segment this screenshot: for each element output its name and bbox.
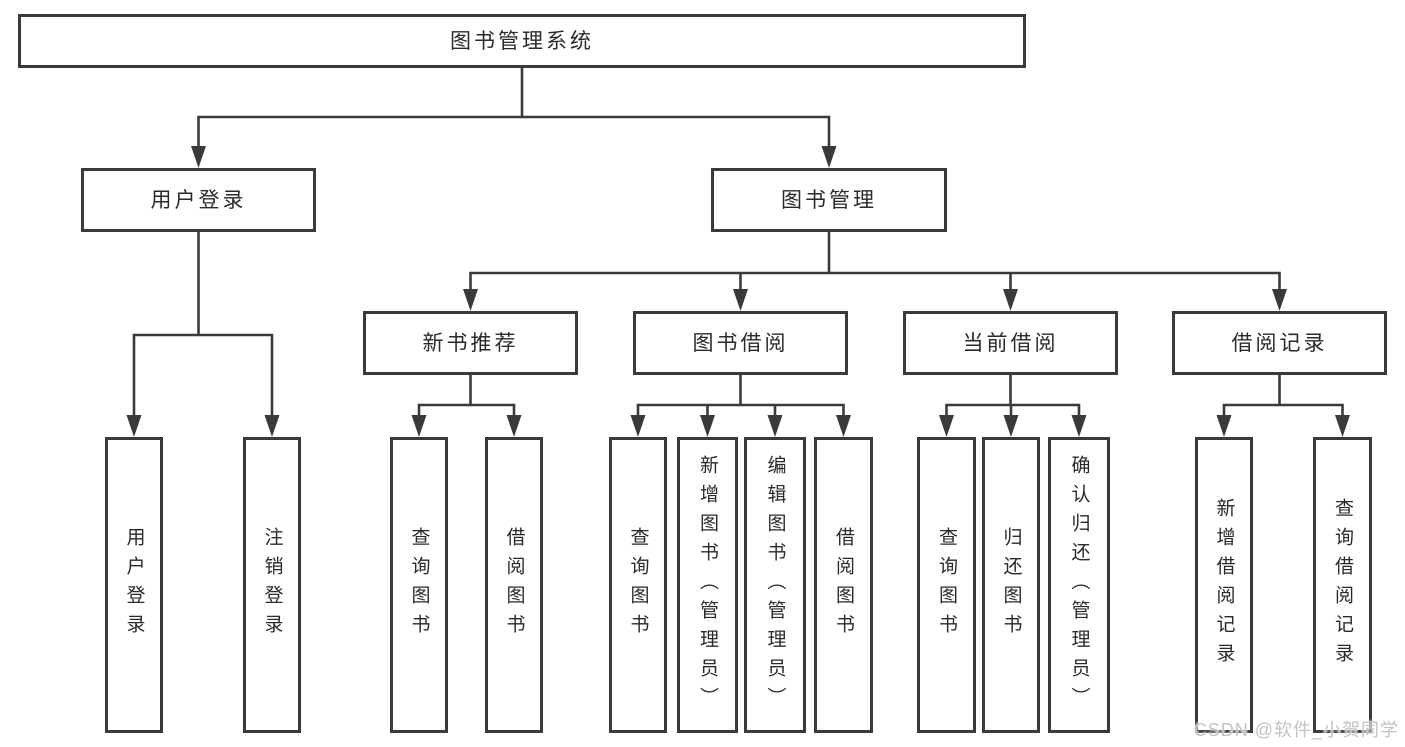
node-label: 注销登录	[261, 527, 283, 643]
node-label: 新增图书（管理员）	[697, 454, 718, 716]
node-label: 确认归还（管理员）	[1068, 454, 1090, 716]
node-label: 借阅图书	[833, 527, 854, 643]
node-leaf-borrow-books-recommend: 借阅图书	[485, 437, 543, 733]
arrowhead-icon	[939, 415, 954, 437]
watermark-text: CSDN @软件_小贺同学	[1193, 720, 1399, 740]
node-user-login: 用户登录	[81, 168, 316, 232]
node-leaf-confirm-return-admin: 确认归还（管理员）	[1048, 437, 1110, 733]
arrowhead-icon	[821, 146, 837, 168]
arrowhead-icon	[463, 289, 478, 311]
arrowhead-icon	[1272, 289, 1287, 311]
node-label: 查询图书	[936, 527, 957, 643]
node-label: 用户登录	[150, 188, 247, 212]
arrowhead-icon	[191, 146, 206, 168]
node-leaf-query-books-recommend: 查询图书	[390, 437, 448, 733]
node-label: 查询图书	[408, 527, 430, 643]
node-leaf-query-books-borrowing: 查询图书	[609, 437, 667, 733]
arrowhead-icon	[264, 415, 280, 437]
node-label: 编辑图书（管理员）	[764, 454, 786, 716]
arrowhead-icon	[411, 415, 427, 437]
node-leaf-query-borrow-record: 查询借阅记录	[1313, 437, 1372, 733]
arrowhead-icon	[700, 415, 715, 437]
node-new-book-recommend: 新书推荐	[363, 311, 578, 375]
arrowhead-icon	[733, 289, 748, 311]
node-label: 新书推荐	[422, 331, 519, 355]
node-leaf-add-books-admin: 新增图书（管理员）	[677, 437, 738, 733]
node-leaf-logout: 注销登录	[243, 437, 301, 733]
arrowhead-icon	[1216, 415, 1232, 437]
node-label: 查询借阅记录	[1332, 498, 1353, 672]
arrowhead-icon	[1071, 415, 1087, 437]
arrowhead-icon	[1335, 415, 1350, 437]
arrowhead-icon	[630, 415, 646, 437]
node-label: 用户登录	[123, 527, 145, 643]
node-label: 图书管理	[781, 188, 877, 212]
node-label: 当前借阅	[962, 331, 1059, 355]
node-leaf-query-books-current: 查询图书	[917, 437, 976, 733]
node-label: 图书借阅	[692, 331, 789, 355]
node-book-management: 图书管理	[711, 168, 947, 232]
node-root: 图书管理系统	[18, 14, 1026, 68]
node-leaf-add-borrow-record: 新增借阅记录	[1195, 437, 1253, 733]
arrowhead-icon	[126, 415, 142, 437]
arrowhead-icon	[767, 415, 783, 437]
node-leaf-user-login: 用户登录	[105, 437, 163, 733]
arrowhead-icon	[1003, 289, 1018, 311]
node-borrowing-records: 借阅记录	[1172, 311, 1387, 375]
arrowhead-icon	[506, 415, 522, 437]
node-label: 新增借阅记录	[1213, 498, 1235, 672]
node-leaf-edit-books-admin: 编辑图书（管理员）	[744, 437, 806, 733]
node-label: 归还图书	[1000, 527, 1022, 643]
node-label: 借阅记录	[1231, 331, 1328, 355]
node-label: 图书管理系统	[450, 29, 594, 53]
node-label: 查询图书	[627, 527, 649, 643]
node-current-borrowing: 当前借阅	[903, 311, 1118, 375]
arrowhead-icon	[836, 415, 851, 437]
arrowhead-icon	[1003, 415, 1019, 437]
node-label: 借阅图书	[503, 527, 525, 643]
node-leaf-return-books: 归还图书	[982, 437, 1040, 733]
node-leaf-borrow-books-borrowing: 借阅图书	[814, 437, 873, 733]
node-book-borrowing: 图书借阅	[633, 311, 848, 375]
